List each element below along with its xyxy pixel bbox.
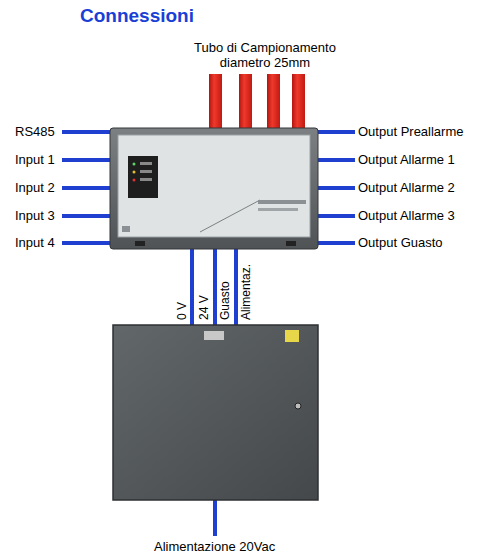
wire-name: 0 V [176, 302, 189, 320]
input-wires [62, 132, 112, 243]
wire-name: Guasto [219, 281, 232, 320]
sampling-tubes [209, 74, 305, 132]
signal-name: Output Allarme 1 [358, 152, 455, 167]
wire-name: Alimentaz. [240, 264, 253, 320]
signal-name: Output Allarme 3 [358, 208, 455, 223]
power-supply-unit [113, 325, 318, 500]
diagram-title: Connessioni [80, 5, 194, 27]
signal-name: Input 3 [15, 208, 55, 223]
signal-name: Input 2 [15, 180, 55, 195]
supply-label: Alimentazione 20Vac [154, 539, 275, 554]
signal-name: Output Allarme 2 [358, 180, 455, 195]
signal-name: RS485 [15, 124, 55, 139]
signal-name: Input 4 [15, 235, 55, 250]
output-wires [316, 132, 355, 243]
signal-name: Output Guasto [358, 235, 443, 250]
signal-name: Input 1 [15, 152, 55, 167]
tube-label: Tubo di Campionamento diametro 25mm [180, 40, 350, 70]
detector-unit [110, 128, 318, 249]
wire-name: 24 V [198, 295, 211, 320]
signal-name: Output Preallarme [358, 124, 464, 139]
